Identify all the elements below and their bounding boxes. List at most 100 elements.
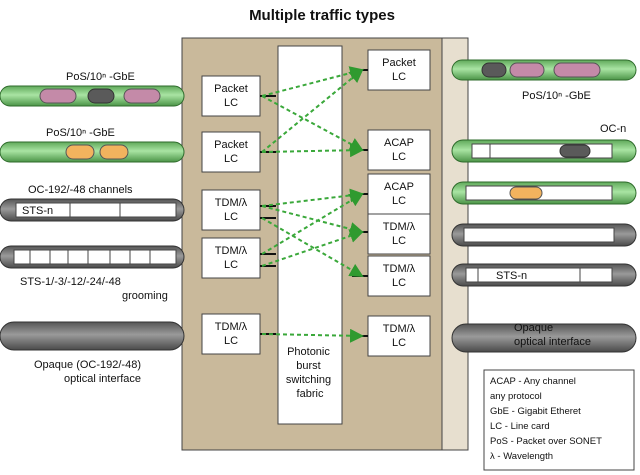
- sts-channel-bar: [463, 227, 615, 243]
- svg-text:TDM/λLC: TDM/λLC: [215, 197, 248, 223]
- packet-dark: [87, 88, 115, 104]
- switching-paths: [261, 66, 364, 343]
- right-label-opaque-2: optical interface: [514, 336, 591, 348]
- packet-orange: [65, 144, 95, 160]
- fabric-label-line: burst: [296, 360, 320, 372]
- left-fiber-opaque: [0, 321, 185, 351]
- svg-text:TDM/λLC: TDM/λLC: [215, 245, 248, 271]
- left-label-oc192: OC-192/-48 channels: [28, 184, 133, 196]
- legend-item: GbE - Gigabit Etheret: [490, 406, 581, 417]
- card-label: Packet: [214, 139, 248, 151]
- path-arrow: [261, 66, 364, 97]
- card-label: TDM/λ: [383, 263, 416, 275]
- egress-card-acap-1: ACAP LC: [367, 129, 431, 171]
- path-arrow: [261, 328, 364, 343]
- legend-item: PoS - Packet over SONET: [490, 436, 602, 447]
- packet-pink: [123, 88, 161, 104]
- egress-card-acap-2: ACAP LC: [367, 173, 431, 215]
- left-label-opaque-1: Opaque (OC-192/-48): [34, 359, 141, 371]
- card-label: LC: [224, 153, 238, 165]
- svg-text:TDM/λLC: TDM/λLC: [383, 263, 416, 289]
- switching-fabric-panel: [277, 45, 343, 425]
- left-sts-n: STS-n: [22, 205, 53, 217]
- right-fiber-pos: [451, 59, 637, 81]
- legend-item: λ - Wavelength: [490, 451, 553, 462]
- path-arrow: [261, 95, 364, 151]
- right-fiber-opaque: [451, 323, 637, 353]
- path-arrow: [261, 143, 364, 158]
- packet-pink: [509, 62, 545, 78]
- left-label-grooming: grooming: [122, 290, 168, 302]
- card-label: LC: [392, 235, 406, 247]
- left-label-opaque-2: optical interface: [64, 373, 141, 385]
- svg-text:Photonic burst switchi: Photonic burst switching fabric: [286, 346, 334, 400]
- diagram-title: Multiple traffic types: [249, 7, 395, 24]
- packet-pink: [39, 88, 77, 104]
- card-label: LC: [392, 277, 406, 289]
- card-label: ACAP: [384, 137, 414, 149]
- packet-dark: [481, 62, 507, 78]
- path-arrow: [261, 217, 364, 278]
- right-fiber-ocn: [451, 139, 637, 163]
- svg-text:TDM/λLC: TDM/λLC: [383, 221, 416, 247]
- left-fiber-sts-grooming: [0, 245, 185, 269]
- card-label: TDM/λ: [383, 323, 416, 335]
- left-label-pos-1: PoS/10ⁿ -GbE: [66, 71, 135, 83]
- card-label: LC: [224, 259, 238, 271]
- packet-pink: [553, 62, 601, 78]
- card-label: LC: [392, 151, 406, 163]
- card-label: TDM/λ: [215, 245, 248, 257]
- svg-text:ACAP - Any channel any p: ACAP - Any channel any protocol GbE - Gi…: [490, 376, 604, 462]
- card-label: LC: [224, 211, 238, 223]
- path-arrow: [261, 205, 364, 236]
- card-label: Packet: [382, 57, 416, 69]
- right-label-ocn: OC-n: [600, 123, 626, 135]
- path-arrow: [261, 68, 364, 153]
- legend: ACAP - Any channel any protocol GbE - Gi…: [483, 369, 635, 471]
- ocn-channel-bar: [471, 143, 613, 159]
- left-fiber-pos-1: [0, 85, 185, 107]
- left-label-sts-group: STS-1/-3/-12/-24/-48: [20, 276, 121, 288]
- card-label: TDM/λ: [383, 221, 416, 233]
- legend-item: any protocol: [490, 391, 542, 402]
- right-fiber-ocn-2: [451, 181, 637, 205]
- fabric-label-line: fabric: [297, 388, 324, 400]
- legend-item: LC - Line card: [490, 421, 550, 432]
- left-label-pos-2: PoS/10ⁿ -GbE: [46, 127, 115, 139]
- path-arrow: [261, 188, 364, 207]
- card-label: LC: [224, 335, 238, 347]
- right-fiber-tdm-1: [451, 223, 637, 247]
- svg-text:TDM/λLC: TDM/λLC: [215, 321, 248, 347]
- fabric-label-line: Photonic: [287, 346, 330, 358]
- card-label: TDM/λ: [215, 197, 248, 209]
- right-sts-n: STS-n: [496, 270, 527, 282]
- card-label: ACAP: [384, 181, 414, 193]
- card-label: LC: [392, 71, 406, 83]
- card-label: LC: [392, 195, 406, 207]
- fabric-label-line: switching: [286, 374, 331, 386]
- right-label-pos: PoS/10ⁿ -GbE: [522, 90, 591, 102]
- left-fiber-oc192: [0, 198, 185, 222]
- card-label: Packet: [214, 83, 248, 95]
- sts-channel-bar: [465, 267, 613, 283]
- packet-dark: [559, 144, 591, 158]
- card-label: TDM/λ: [215, 321, 248, 333]
- svg-text:TDM/λLC: TDM/λLC: [383, 323, 416, 349]
- path-arrow: [261, 229, 364, 267]
- packet-orange: [99, 144, 129, 160]
